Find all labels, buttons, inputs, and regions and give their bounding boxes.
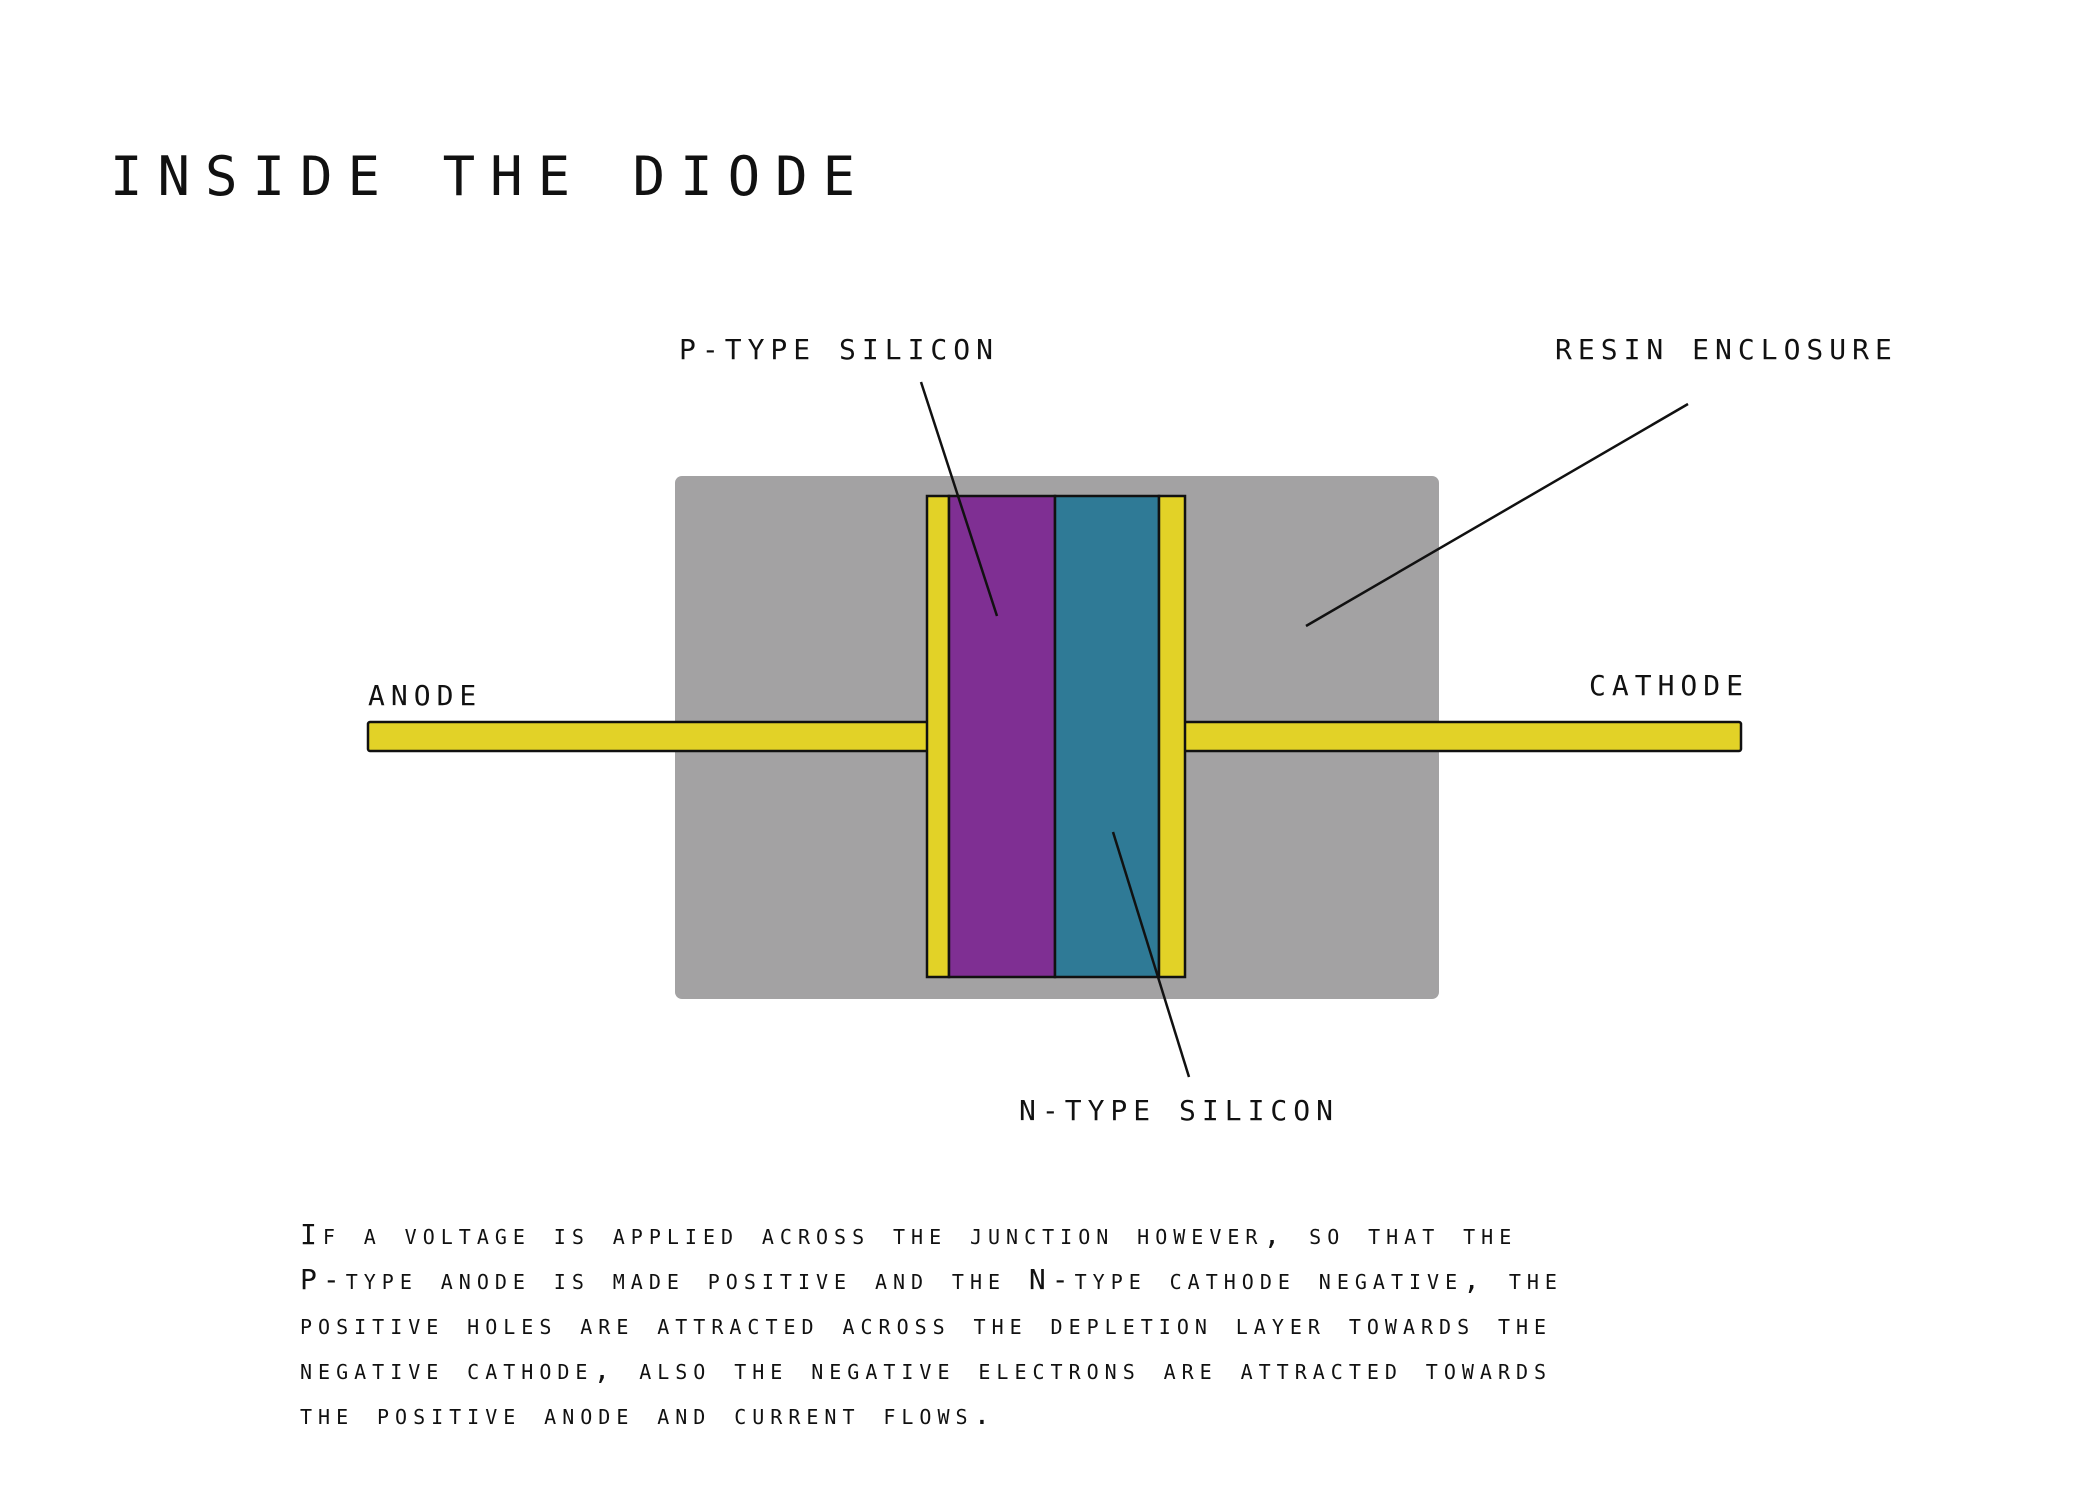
n-type-silicon	[1053, 494, 1161, 979]
n-type-leader-line	[1111, 831, 1191, 1078]
cathode-contact-plate	[1157, 494, 1187, 979]
anode-contact-plate	[925, 494, 951, 979]
description-line: negative cathode, also the negative elec…	[300, 1353, 1553, 1386]
p-type-silicon-label: P-TYPE SILICON	[679, 333, 1000, 366]
cathode-label: CATHODE	[1589, 669, 1750, 702]
description-line: positive holes are attracted across the …	[300, 1308, 1553, 1341]
anode-lead	[366, 720, 930, 753]
resin-leader-line	[1305, 402, 1689, 628]
description-line: If a voltage is applied across the junct…	[300, 1218, 1518, 1251]
page-title: INSIDE THE DIODE	[110, 145, 871, 208]
p-type-leader-line	[919, 381, 999, 617]
n-type-silicon-label: N-TYPE SILICON	[1019, 1094, 1340, 1127]
description-line: the positive anode and current flows.	[300, 1398, 997, 1431]
anode-label: ANODE	[368, 679, 483, 712]
description-paragraph: If a voltage is applied across the junct…	[300, 1212, 1900, 1437]
description-line: P-type anode is made positive and the N-…	[300, 1263, 1563, 1296]
p-type-silicon	[947, 494, 1057, 979]
resin-enclosure-label: RESIN ENCLOSURE	[1555, 333, 1898, 366]
cathode-lead	[1180, 720, 1743, 753]
